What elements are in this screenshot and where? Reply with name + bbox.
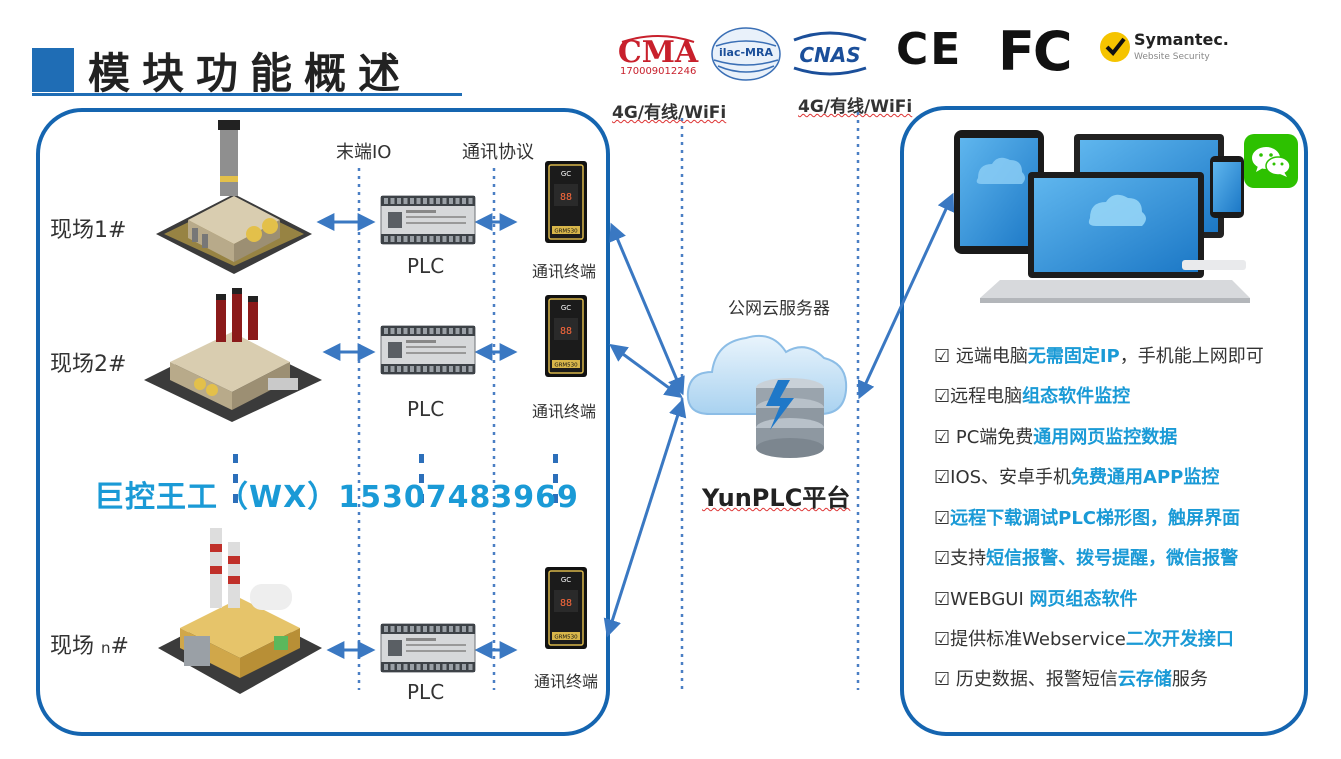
feature-highlight: 二次开发接口 xyxy=(1125,629,1234,650)
terminal-1-label: 通讯终端 xyxy=(532,262,597,281)
fc-logo: FC xyxy=(998,20,1073,83)
feature-item: ☑ 历史数据、报警短信云存储服务 xyxy=(934,665,1208,691)
ce-logo: CE xyxy=(896,24,963,75)
feature-text: ☑支持 xyxy=(934,548,987,569)
page-title: 模块功能概述 xyxy=(88,49,413,98)
feature-text: 服务 xyxy=(1171,669,1208,690)
plc-1 xyxy=(380,190,476,254)
platform-label: YunPLC平台 xyxy=(702,484,851,512)
factory-n-icon xyxy=(154,518,326,702)
feature-text: ，手机能上网即可 xyxy=(1119,346,1264,367)
plc-n xyxy=(380,618,476,682)
feature-item: ☑远程电脑组态软件监控 xyxy=(934,382,1130,408)
cma-logo: CMA xyxy=(616,28,700,82)
ilac-text: ilac-MRA xyxy=(719,46,773,59)
site-1-label: 现场1# xyxy=(50,218,127,243)
feature-text: ☑IOS、安卓手机 xyxy=(934,467,1072,488)
feature-text: ☑远程电脑 xyxy=(934,386,1023,407)
feature-highlight: 组态软件监控 xyxy=(1022,386,1131,407)
title-marker xyxy=(32,48,74,92)
svg-text:GC: GC xyxy=(561,170,571,178)
feature-item: ☑ 远端电脑无需固定IP，手机能上网即可 xyxy=(934,342,1264,368)
terminal-n-label: 通讯终端 xyxy=(534,672,599,691)
svg-text:GRM530: GRM530 xyxy=(554,229,578,235)
client-devices-icon xyxy=(940,128,1260,310)
factory-1-icon xyxy=(152,116,316,278)
feature-text: ☑ 历史数据、报警短信 xyxy=(934,669,1118,690)
terminal-2-label: 通讯终端 xyxy=(532,402,597,421)
feature-item: ☑提供标准Webservice二次开发接口 xyxy=(934,625,1234,651)
feature-highlight: 远程下载调试PLC梯形图，触屏界面 xyxy=(950,508,1241,529)
ilac-mra-logo: ilac-MRA xyxy=(710,26,782,82)
symantec-check-icon xyxy=(1100,32,1130,62)
feature-text: ☑ PC端免费 xyxy=(934,427,1034,448)
feature-highlight: 短信报警、拨号提醒，微信报警 xyxy=(986,548,1239,569)
contact-text: 巨控王工（WX）15307483969 xyxy=(94,480,579,515)
site-2-label: 现场2# xyxy=(50,352,127,377)
feature-item: ☑WEBGUI 网页组态软件 xyxy=(934,585,1138,611)
column-header-io: 末端IO xyxy=(336,142,392,163)
svg-text:88: 88 xyxy=(560,192,572,203)
symantec-subtext: Website Security xyxy=(1134,52,1210,62)
plc-n-label: PLC xyxy=(407,680,445,704)
factory-2-icon xyxy=(140,284,326,424)
cloud-server-label: 公网云服务器 xyxy=(728,299,830,319)
network-label-right: 4G/有线/WiFi xyxy=(798,97,913,117)
arrow-terminal2-cloud xyxy=(609,343,683,399)
ellipsis-dots xyxy=(233,454,558,503)
arrow-cloud-clients xyxy=(857,192,955,400)
cma-text: CMA xyxy=(618,35,699,70)
feature-text: ☑ 远端电脑 xyxy=(934,346,1028,367)
feature-highlight: 网页组态软件 xyxy=(1029,589,1138,610)
feature-highlight: 云存储 xyxy=(1117,669,1172,690)
column-header-protocol: 通讯协议 xyxy=(462,142,534,163)
site-n-label: 现场 n# xyxy=(50,634,129,659)
feature-item: ☑支持短信报警、拨号提醒，微信报警 xyxy=(934,544,1238,570)
feature-highlight: 无需固定IP xyxy=(1027,346,1120,367)
feature-item: ☑远程下载调试PLC梯形图，触屏界面 xyxy=(934,504,1240,530)
svg-text:GRM530: GRM530 xyxy=(554,363,578,369)
plc-1-label: PLC xyxy=(407,254,445,278)
plc-2-label: PLC xyxy=(407,397,445,421)
feature-highlight: 免费通用APP监控 xyxy=(1071,467,1220,488)
symantec-text: Symantec. xyxy=(1134,30,1229,49)
feature-text: ☑WEBGUI xyxy=(934,589,1030,610)
svg-text:GC: GC xyxy=(561,304,571,312)
svg-text:88: 88 xyxy=(560,326,572,337)
cloud-server-icon xyxy=(682,318,852,466)
network-label-left: 4G/有线/WiFi xyxy=(612,103,727,123)
feature-text: ☑提供标准Webservice xyxy=(934,629,1126,650)
cma-number: 170009012246 xyxy=(620,66,697,77)
symantec-logo: Symantec. Website Security xyxy=(1096,28,1236,68)
svg-text:GC: GC xyxy=(561,576,571,584)
feature-item: ☑ PC端免费通用网页监控数据 xyxy=(934,423,1177,449)
wechat-icon xyxy=(1244,134,1298,188)
arrow-terminal1-cloud xyxy=(609,222,685,396)
title-underline xyxy=(32,93,462,96)
feature-text: ☑ xyxy=(934,508,951,529)
cnas-logo: CNAS xyxy=(790,28,870,78)
arrow-terminaln-cloud xyxy=(603,398,687,638)
plc-2 xyxy=(380,320,476,384)
svg-text:88: 88 xyxy=(560,598,572,609)
feature-highlight: 通用网页监控数据 xyxy=(1033,427,1178,448)
cnas-text: CNAS xyxy=(799,43,860,67)
svg-text:GRM530: GRM530 xyxy=(554,635,578,641)
feature-item: ☑IOS、安卓手机免费通用APP监控 xyxy=(934,463,1219,489)
